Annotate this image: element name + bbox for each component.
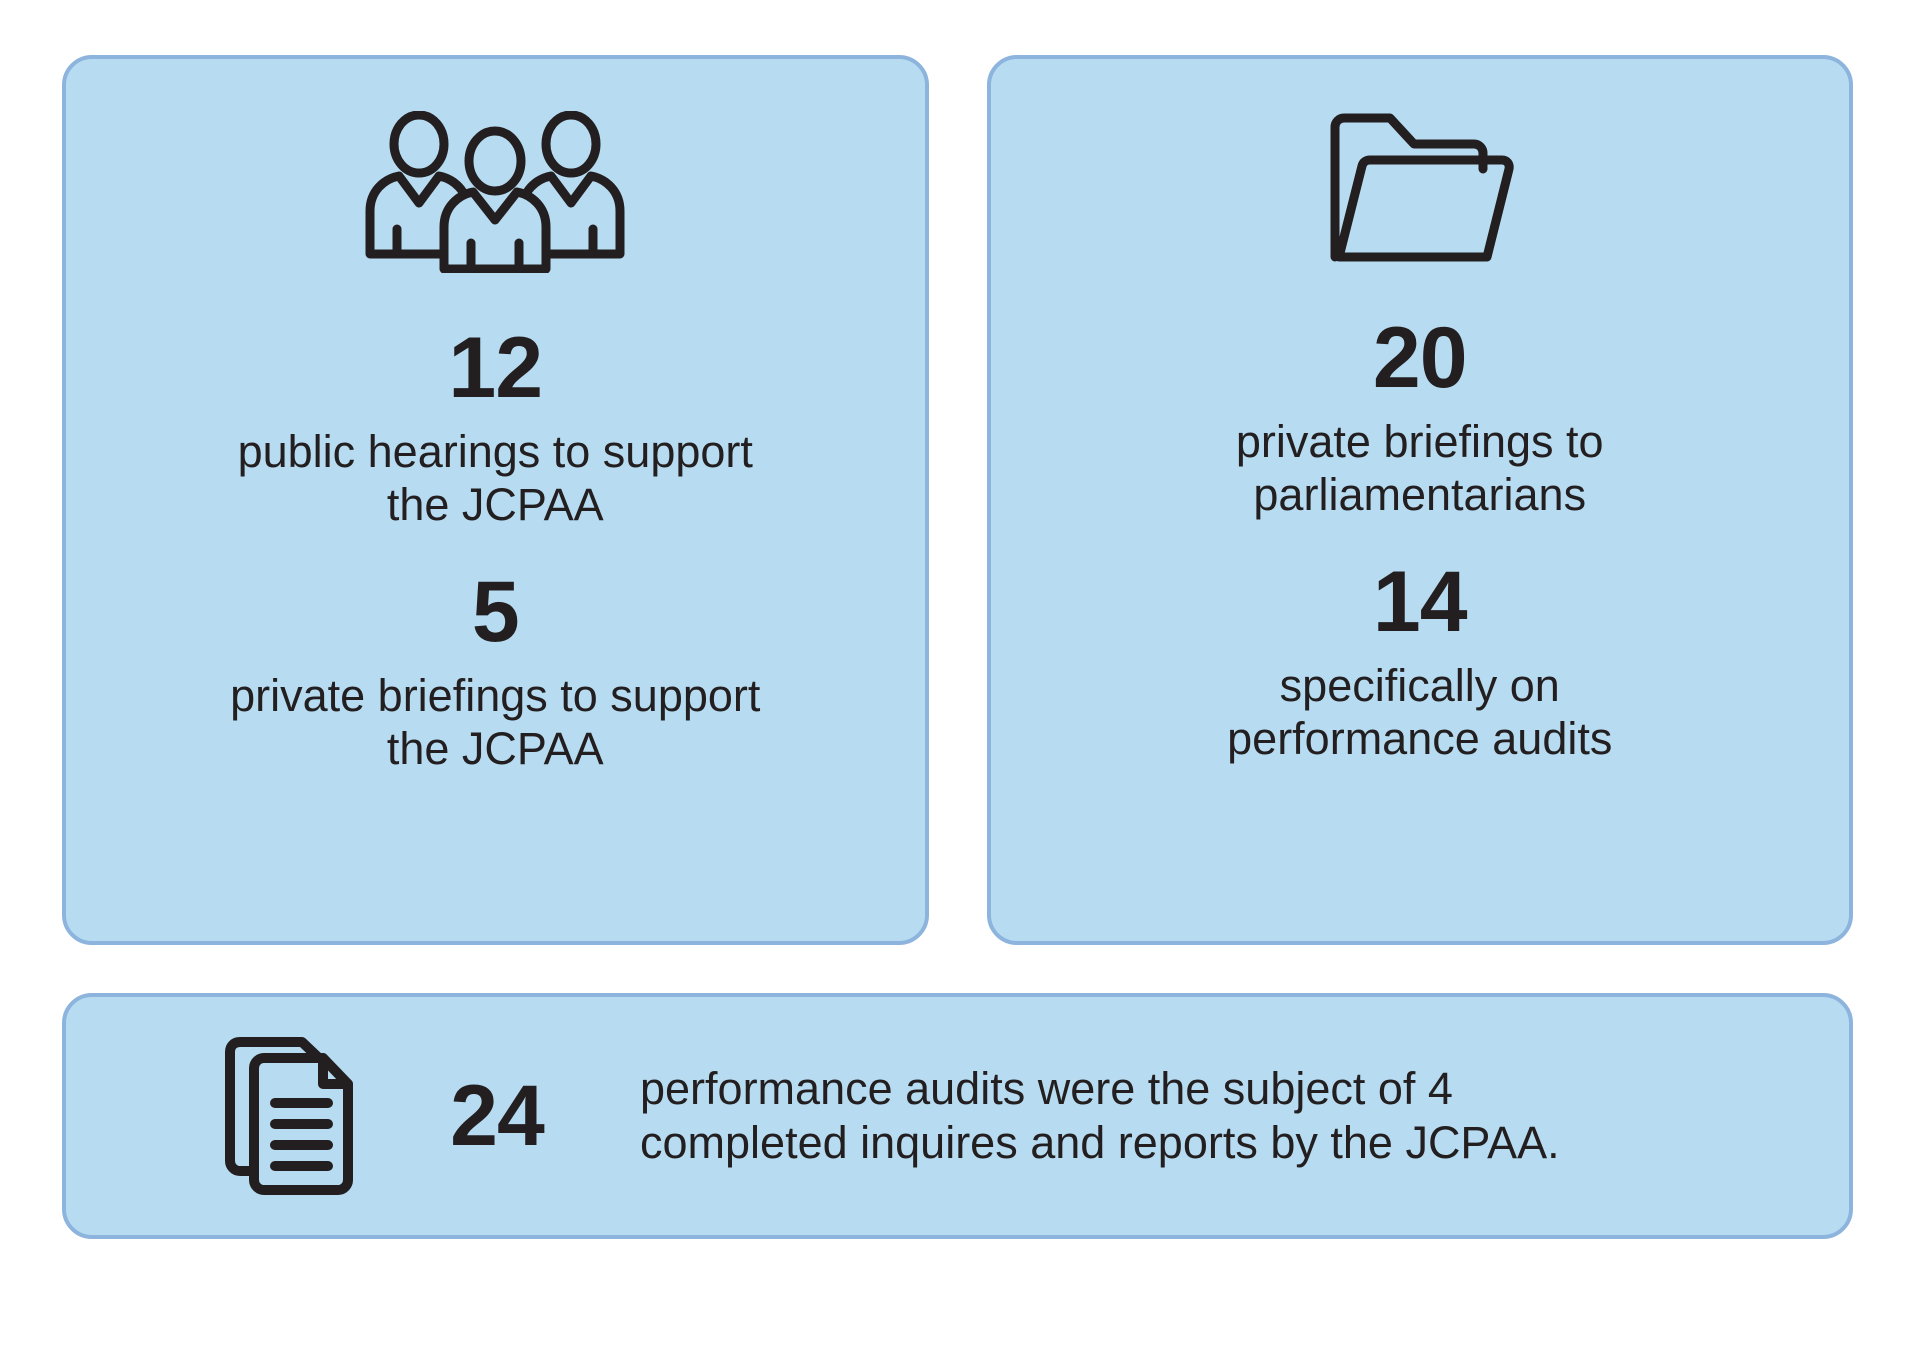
card-public-hearings: 12 public hearings to support the JCPAA … — [62, 55, 929, 945]
stat-number: 20 — [1372, 310, 1468, 406]
stat-performance-audit-briefings: 14 specifically on performance audits — [1031, 559, 1810, 765]
stat-private-briefings-support: 5 private briefings to support the JCPAA — [106, 569, 885, 775]
card-performance-audits: 24 performance audits were the subject o… — [62, 993, 1853, 1239]
stat-caption: private briefings to support the JCPAA — [230, 670, 761, 775]
stat-number: 14 — [1372, 554, 1468, 651]
audits-description: performance audits were the subject of 4… — [640, 1063, 1560, 1168]
stat-caption: private briefings to parliamentarians — [1235, 416, 1604, 521]
stat-number: 5 — [471, 564, 520, 661]
card-private-briefings: 20 private briefings to parliamentarians… — [986, 55, 1853, 945]
stat-public-hearings: 12 public hearings to support the JCPAA — [106, 325, 885, 531]
top-card-row: 12 public hearings to support the JCPAA … — [62, 55, 1853, 945]
documents-icon — [216, 1035, 366, 1197]
people-group-icon — [359, 111, 631, 273]
stat-caption: public hearings to support the JCPAA — [237, 426, 753, 531]
open-folder-icon — [1324, 111, 1516, 263]
stat-private-briefings: 20 private briefings to parliamentarians — [1031, 315, 1810, 521]
stat-caption: specifically on performance audits — [1227, 660, 1613, 765]
audits-count: 24 — [450, 1068, 545, 1164]
stat-number: 12 — [448, 320, 543, 416]
